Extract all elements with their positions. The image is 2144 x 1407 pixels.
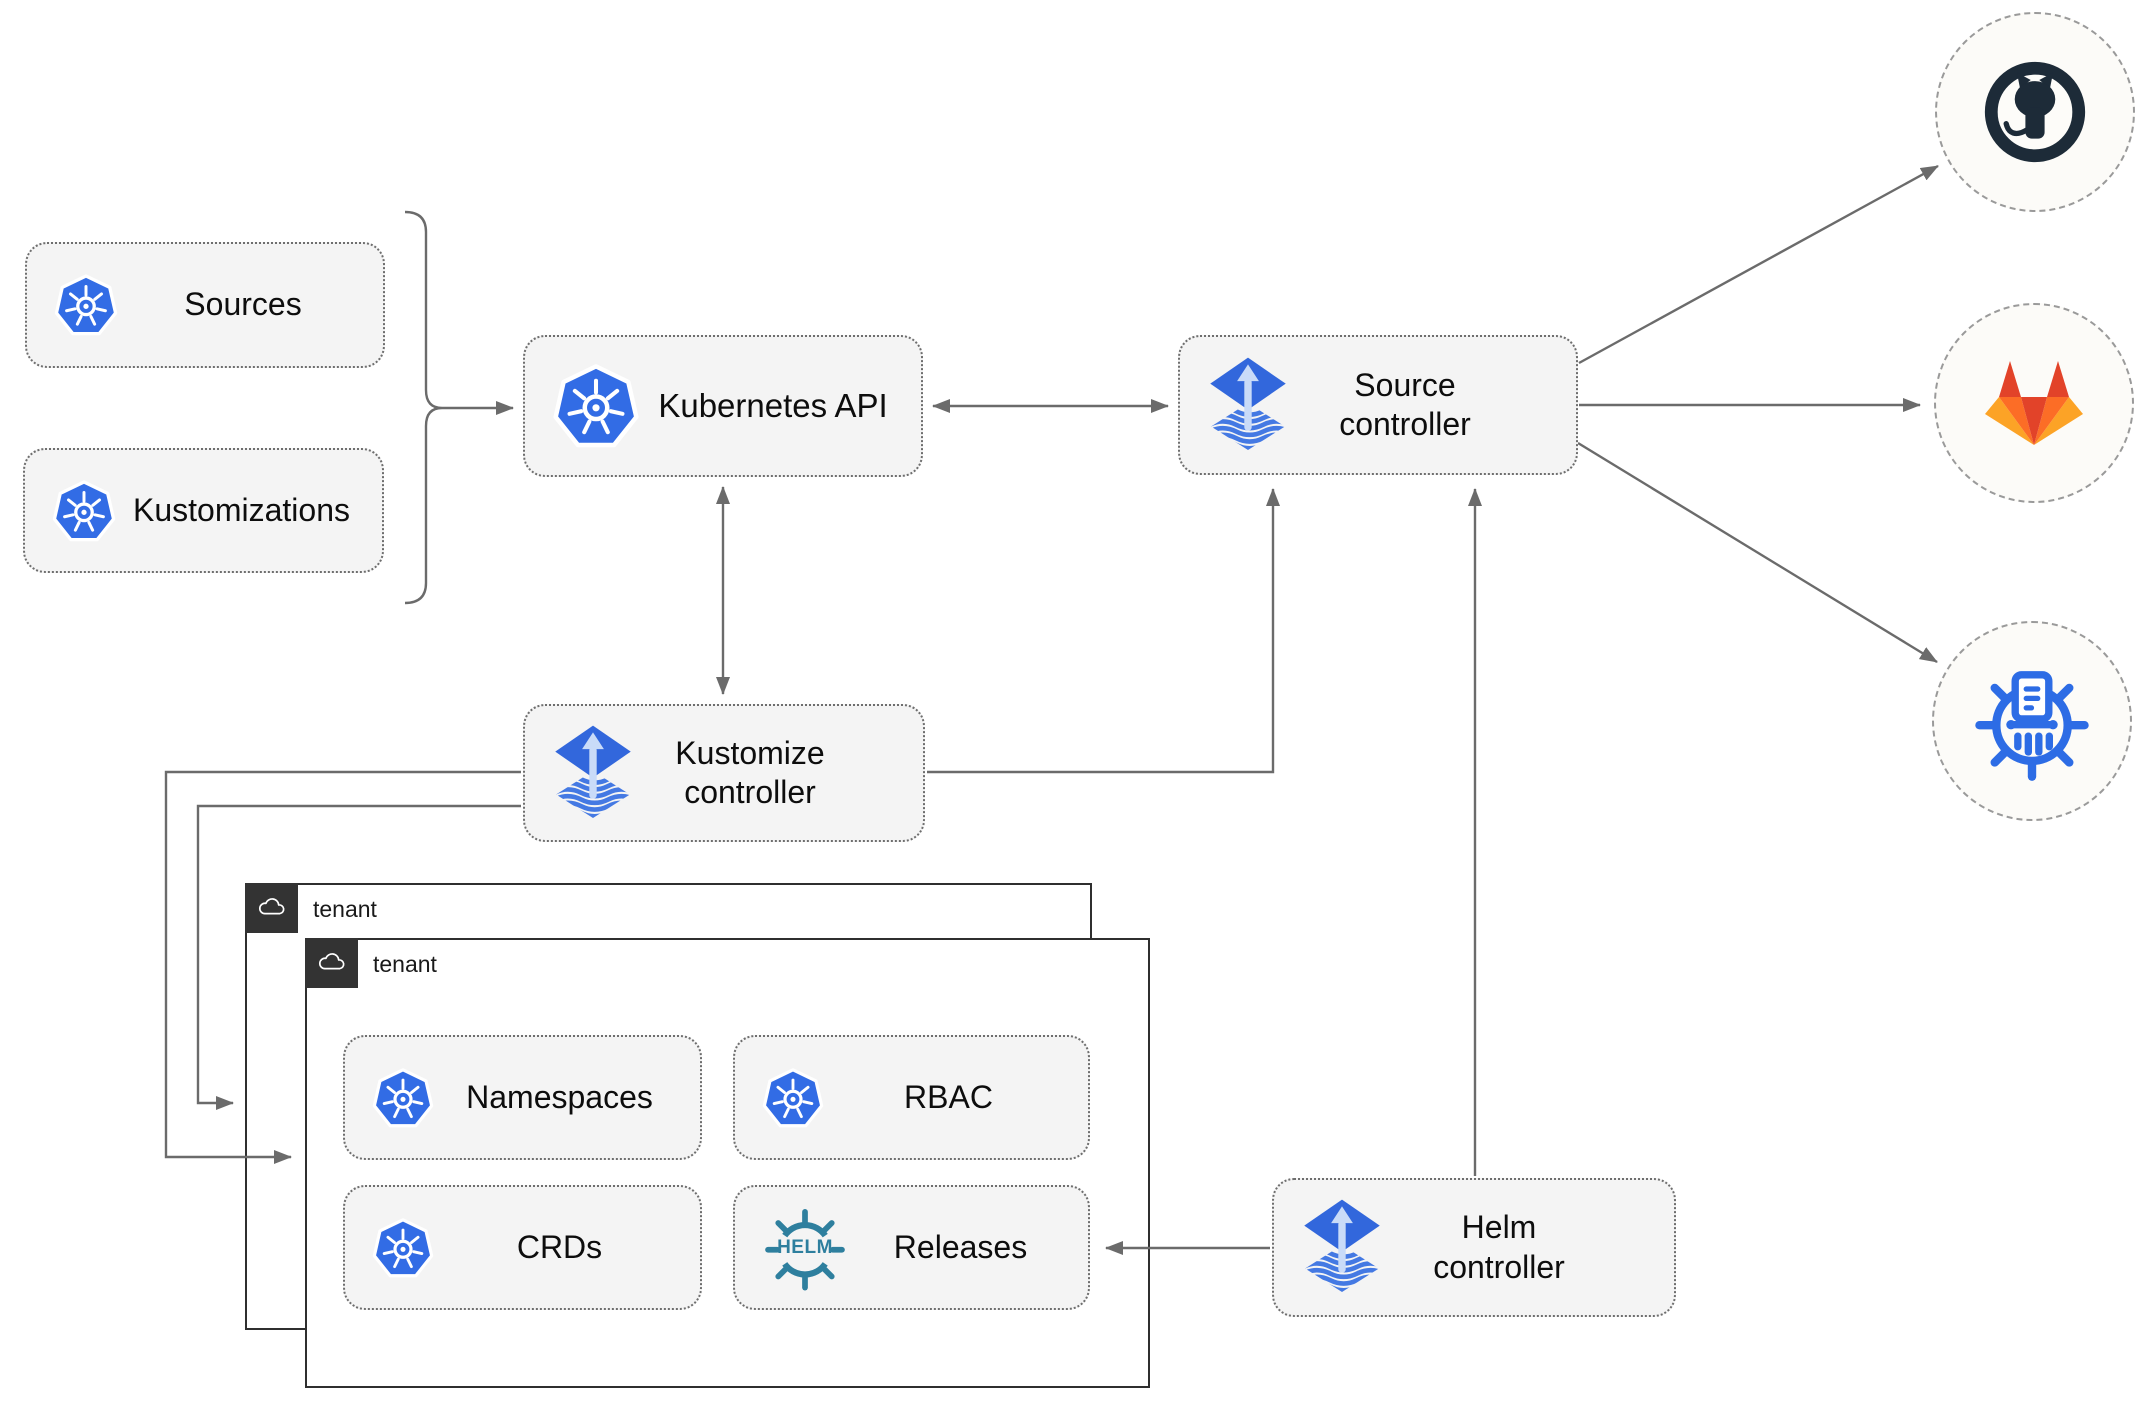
gitlab-icon <box>1984 357 2084 449</box>
connector-source-to-github <box>1578 164 1939 365</box>
external-chartmuseum <box>1932 621 2132 821</box>
kubernetes-icon <box>51 478 117 544</box>
node-label-crds: CRDs <box>516 1228 603 1265</box>
flux-icon <box>551 724 635 823</box>
node-rbac: RBAC <box>733 1035 1090 1160</box>
node-helm-controller: Helm controller <box>1272 1178 1676 1317</box>
node-label-kustomize-controller: Kustomize controller <box>675 734 825 810</box>
node-label-namespaces: Namespaces <box>466 1078 653 1115</box>
node-crds: CRDs <box>343 1185 702 1310</box>
chartmuseum-icon <box>1969 658 2095 784</box>
node-label-helm-controller: Helm controller <box>1433 1209 1565 1285</box>
flux-icon <box>1206 356 1290 455</box>
helm-logo-text: HELM <box>777 1236 833 1258</box>
kubernetes-icon <box>371 1216 435 1280</box>
node-namespaces: Namespaces <box>343 1035 702 1160</box>
kubernetes-icon <box>53 272 119 338</box>
tenant-box-front: tenant <box>304 937 1150 1388</box>
external-gitlab <box>1934 303 2134 503</box>
flux-icon <box>1300 1198 1384 1297</box>
cloud-icon <box>244 882 298 933</box>
kubernetes-icon <box>551 361 641 451</box>
node-kustomize-controller: Kustomize controller <box>523 704 925 842</box>
node-kustomizations: Kustomizations <box>23 448 384 573</box>
node-label-releases: Releases <box>893 1228 1028 1265</box>
kubernetes-icon <box>371 1066 435 1130</box>
connector-source-to-chartmuseum <box>1577 441 1938 664</box>
node-kubernetes-api: Kubernetes API <box>523 335 923 477</box>
kubernetes-icon <box>761 1066 825 1130</box>
node-label-rbac: RBAC <box>904 1078 993 1115</box>
node-source-controller: Source controller <box>1178 335 1578 475</box>
tenant-label: tenant <box>313 896 377 922</box>
node-sources: Sources <box>25 242 385 368</box>
helm-icon: HELM <box>761 1204 849 1292</box>
node-label-kubernetes-api: Kubernetes API <box>658 386 888 424</box>
node-label-sources: Sources <box>184 286 302 323</box>
node-label-source-controller: Source controller <box>1339 366 1471 442</box>
node-label-kustomizations: Kustomizations <box>133 491 350 528</box>
node-releases: HELM Releases <box>733 1185 1090 1310</box>
external-github <box>1935 12 2135 212</box>
github-icon <box>1971 48 2099 176</box>
connector-kustomize-to-source <box>927 488 1280 774</box>
brace-sources-kustomizations <box>404 210 443 605</box>
cloud-icon <box>304 937 358 988</box>
tenant-label: tenant <box>373 951 437 977</box>
